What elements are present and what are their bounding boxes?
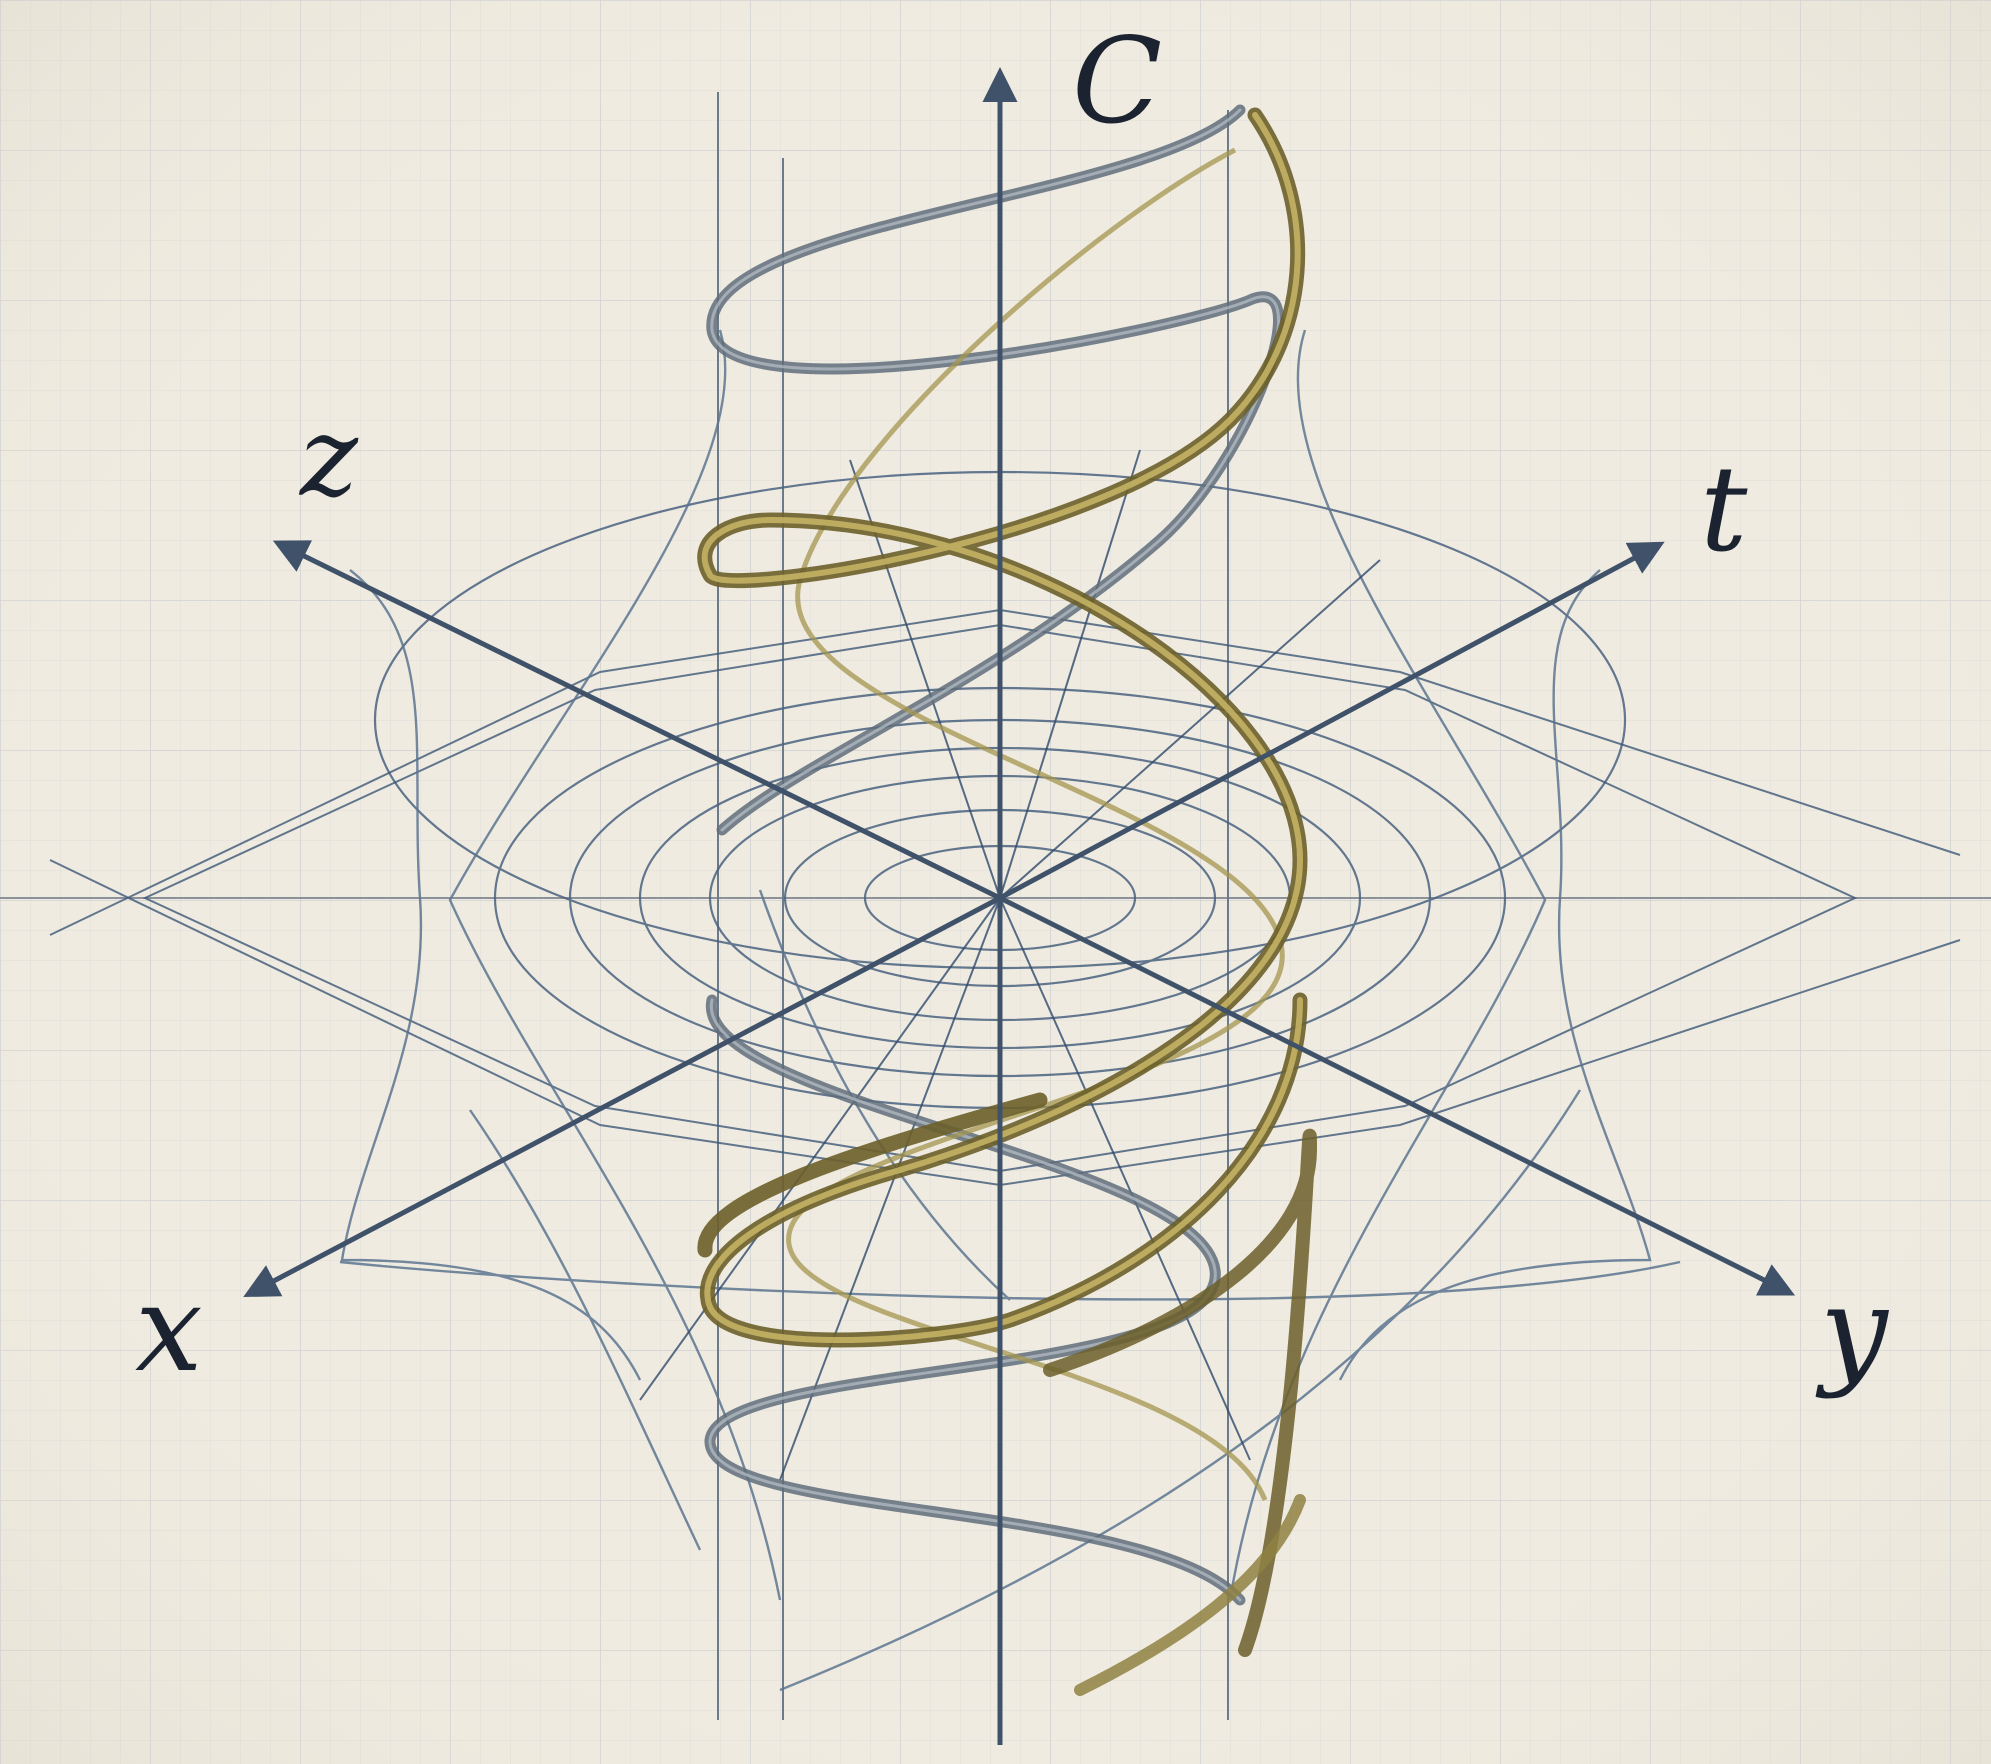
axis-label-z: z (298, 393, 359, 521)
axis-label-y: y (1815, 1262, 1890, 1401)
axis-label-t: t (1700, 440, 1748, 578)
axis-label-x: x (135, 1260, 203, 1399)
axis-label-c: C (1072, 12, 1162, 150)
